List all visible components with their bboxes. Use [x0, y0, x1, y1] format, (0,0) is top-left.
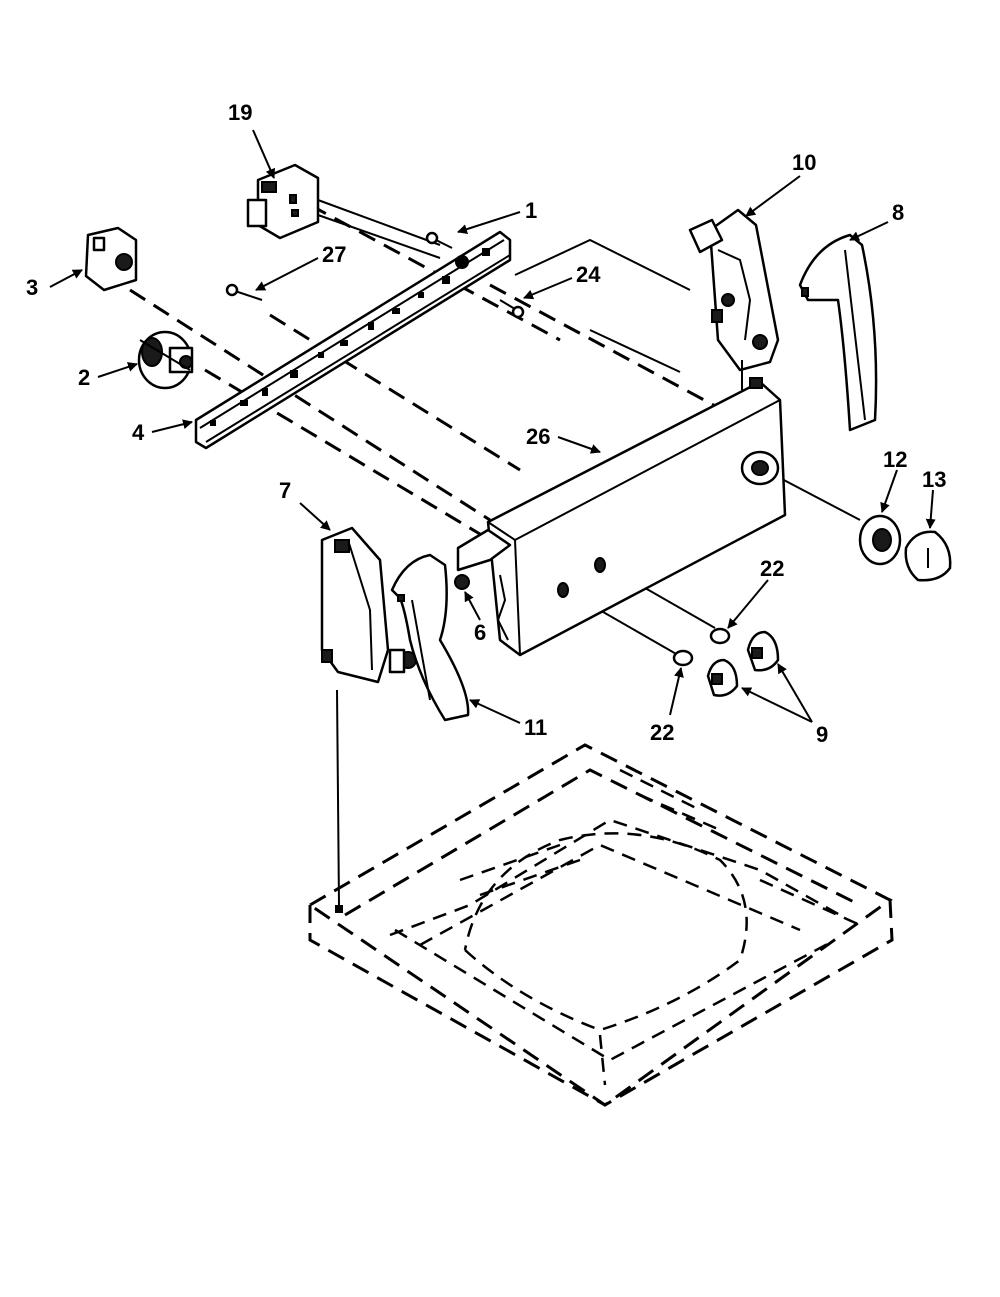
part-3-selector [84, 226, 138, 292]
callout-27: 27 [322, 242, 346, 267]
callout-3: 3 [26, 275, 38, 300]
part-22-grommet-lower [672, 649, 694, 667]
part-12-knob-skirt [858, 514, 902, 566]
part-13-knob [904, 530, 952, 582]
callout-4: 4 [132, 420, 145, 445]
callout-leaders [49, 129, 936, 724]
part-2-timer [137, 330, 194, 390]
callout-10: 10 [792, 150, 816, 175]
part-8-right-trim [798, 233, 878, 432]
part-22-grommet-upper [709, 627, 731, 645]
bracket-holes [210, 248, 490, 426]
callout-8: 8 [892, 200, 904, 225]
cabinet-top [308, 743, 894, 1107]
part-10-end-cap-right [688, 208, 780, 390]
part-1-screw [425, 231, 453, 249]
part-4-control-bracket [194, 230, 512, 450]
part-9-knob-upper [746, 630, 780, 672]
callout-22-lower: 22 [650, 720, 674, 745]
part-7-end-cap-left [320, 526, 417, 684]
part-19-switch [246, 163, 441, 259]
part-9-knob-lower [706, 658, 739, 697]
callout-22-upper: 22 [760, 556, 784, 581]
callout-26: 26 [526, 424, 550, 449]
callout-19: 19 [228, 100, 252, 125]
callout-2: 2 [78, 365, 90, 390]
part-24-screw [499, 299, 525, 319]
callout-11: 11 [524, 715, 547, 740]
part-27-screw [225, 283, 263, 301]
callout-24: 24 [576, 262, 601, 287]
callout-1: 1 [525, 198, 537, 223]
callout-12: 12 [883, 447, 907, 472]
part-26-console [456, 377, 787, 657]
callout-6: 6 [474, 620, 486, 645]
part-6-screw [454, 574, 470, 590]
callout-13: 13 [922, 467, 946, 492]
callout-7: 7 [279, 478, 291, 503]
callout-9: 9 [816, 722, 828, 747]
part-11-left-trim [390, 553, 470, 722]
callout-labels: 19 1 27 24 3 2 4 10 8 26 7 6 11 12 13 22… [26, 100, 946, 747]
